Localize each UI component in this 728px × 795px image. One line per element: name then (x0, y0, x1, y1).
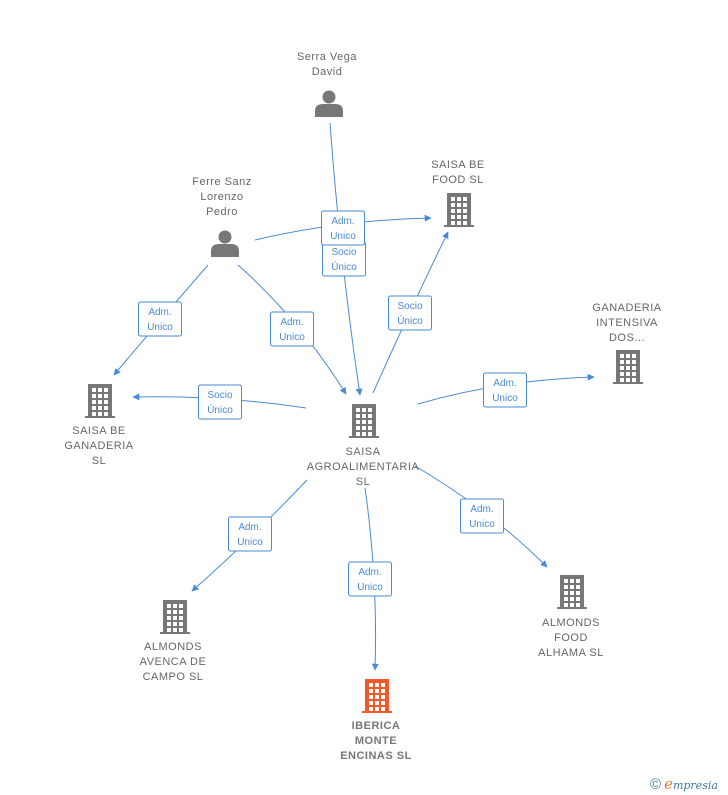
node-saisa-food[interactable]: SAISA BE FOOD SL (431, 159, 485, 227)
node-saisa-agro[interactable]: SAISA AGROALIMENTARIA SL (307, 404, 420, 488)
node-label: IBERICA (352, 720, 401, 732)
brand-name: mpresia (672, 779, 718, 792)
node-label: Pedro (206, 206, 238, 218)
node-saisa-ganaderia[interactable]: SAISA BE GANADERIA SL (64, 384, 133, 467)
brand-initial: e (664, 775, 673, 793)
edge-label[interactable]: Adm. Unico (483, 372, 527, 408)
edge-label[interactable]: Adm. Unico (228, 516, 272, 552)
building-icon (349, 404, 379, 438)
edge-label[interactable]: Adm. Unico (348, 561, 392, 597)
node-label: ALHAMA SL (538, 647, 604, 659)
edge-label[interactable]: Adm. Unico (321, 210, 365, 246)
building-icon (557, 575, 587, 609)
edge-label-text: Unico (357, 582, 383, 593)
edge-label-text: Único (207, 403, 233, 416)
edge-label-text: Unico (237, 537, 263, 548)
edge-label-text: Unico (492, 393, 518, 404)
edge-label-text: Adm. (493, 378, 516, 389)
building-icon (362, 679, 392, 713)
node-label: Lorenzo (200, 191, 243, 203)
node-label: GANADERIA (64, 440, 133, 452)
edge-label-text: Único (331, 260, 357, 273)
edge-label-text: Unico (279, 332, 305, 343)
footer-brand[interactable]: ©empresia (650, 775, 718, 793)
node-label: SAISA (346, 446, 381, 458)
node-almonds-avenca[interactable]: ALMONDS AVENCA DE CAMPO SL (140, 600, 207, 683)
node-label: SL (92, 455, 106, 467)
edge-label[interactable]: Adm. Unico (270, 311, 314, 347)
node-label: Ferre Sanz (192, 176, 251, 188)
node-label: ALMONDS (144, 641, 202, 653)
edge-label-box (321, 210, 365, 246)
node-label: ENCINAS SL (340, 750, 412, 762)
building-icon (160, 600, 190, 634)
edge-label-text: Adm. (470, 504, 493, 515)
edge-label-text: Unico (469, 519, 495, 530)
edge-label-text: Socio (207, 390, 232, 401)
node-label: GANADERIA (592, 302, 661, 314)
edge-label[interactable]: Adm. Unico (138, 301, 182, 337)
node-label: AVENCA DE (140, 656, 207, 668)
node-label: INTENSIVA (596, 317, 658, 329)
node-label: FOOD SL (432, 174, 484, 186)
person-icon (315, 90, 343, 117)
node-label: AGROALIMENTARIA (307, 461, 420, 473)
building-icon (613, 350, 643, 384)
edge-label-box (348, 561, 392, 597)
edge-label-text: Único (397, 314, 423, 327)
person-icon (211, 230, 239, 257)
node-iberica[interactable]: IBERICA MONTE ENCINAS SL (340, 679, 412, 762)
edge-label-text: Socio (397, 301, 422, 312)
edge-label-text: Adm. (148, 307, 171, 318)
node-label: SL (356, 476, 370, 488)
edge-label-text: Adm. (280, 317, 303, 328)
edge-label-box (138, 301, 182, 337)
edge-label-text: Socio (331, 247, 356, 258)
node-label: SAISA BE (72, 425, 126, 437)
building-icon (444, 193, 474, 227)
edge-label-box (388, 295, 432, 331)
edge-label-text: Adm. (238, 522, 261, 533)
node-label: SAISA BE (431, 159, 485, 171)
node-label: ALMONDS (542, 617, 600, 629)
edge-label-box (198, 384, 242, 420)
edge-label-box (270, 311, 314, 347)
building-icon (85, 384, 115, 418)
node-label: DOS... (609, 332, 645, 344)
node-label: FOOD (554, 632, 588, 644)
edge-label-text: Adm. (331, 216, 354, 227)
edge-label-text: Unico (330, 231, 356, 242)
node-almonds-alhama[interactable]: ALMONDS FOOD ALHAMA SL (538, 575, 604, 659)
edge-label-box (460, 498, 504, 534)
edge-label-text: Unico (147, 322, 173, 333)
node-label: David (312, 66, 343, 78)
edge-label-box (228, 516, 272, 552)
node-label: CAMPO SL (143, 671, 204, 683)
node-label: Serra Vega (297, 51, 357, 63)
edge-label[interactable]: Adm. Unico (460, 498, 504, 534)
node-ganaderia-intensiva[interactable]: GANADERIA INTENSIVA DOS... (592, 302, 661, 384)
edge-label-text: Adm. (358, 567, 381, 578)
edge-label-box (483, 372, 527, 408)
copyright-symbol: © (650, 776, 662, 793)
node-label: MONTE (355, 735, 397, 747)
